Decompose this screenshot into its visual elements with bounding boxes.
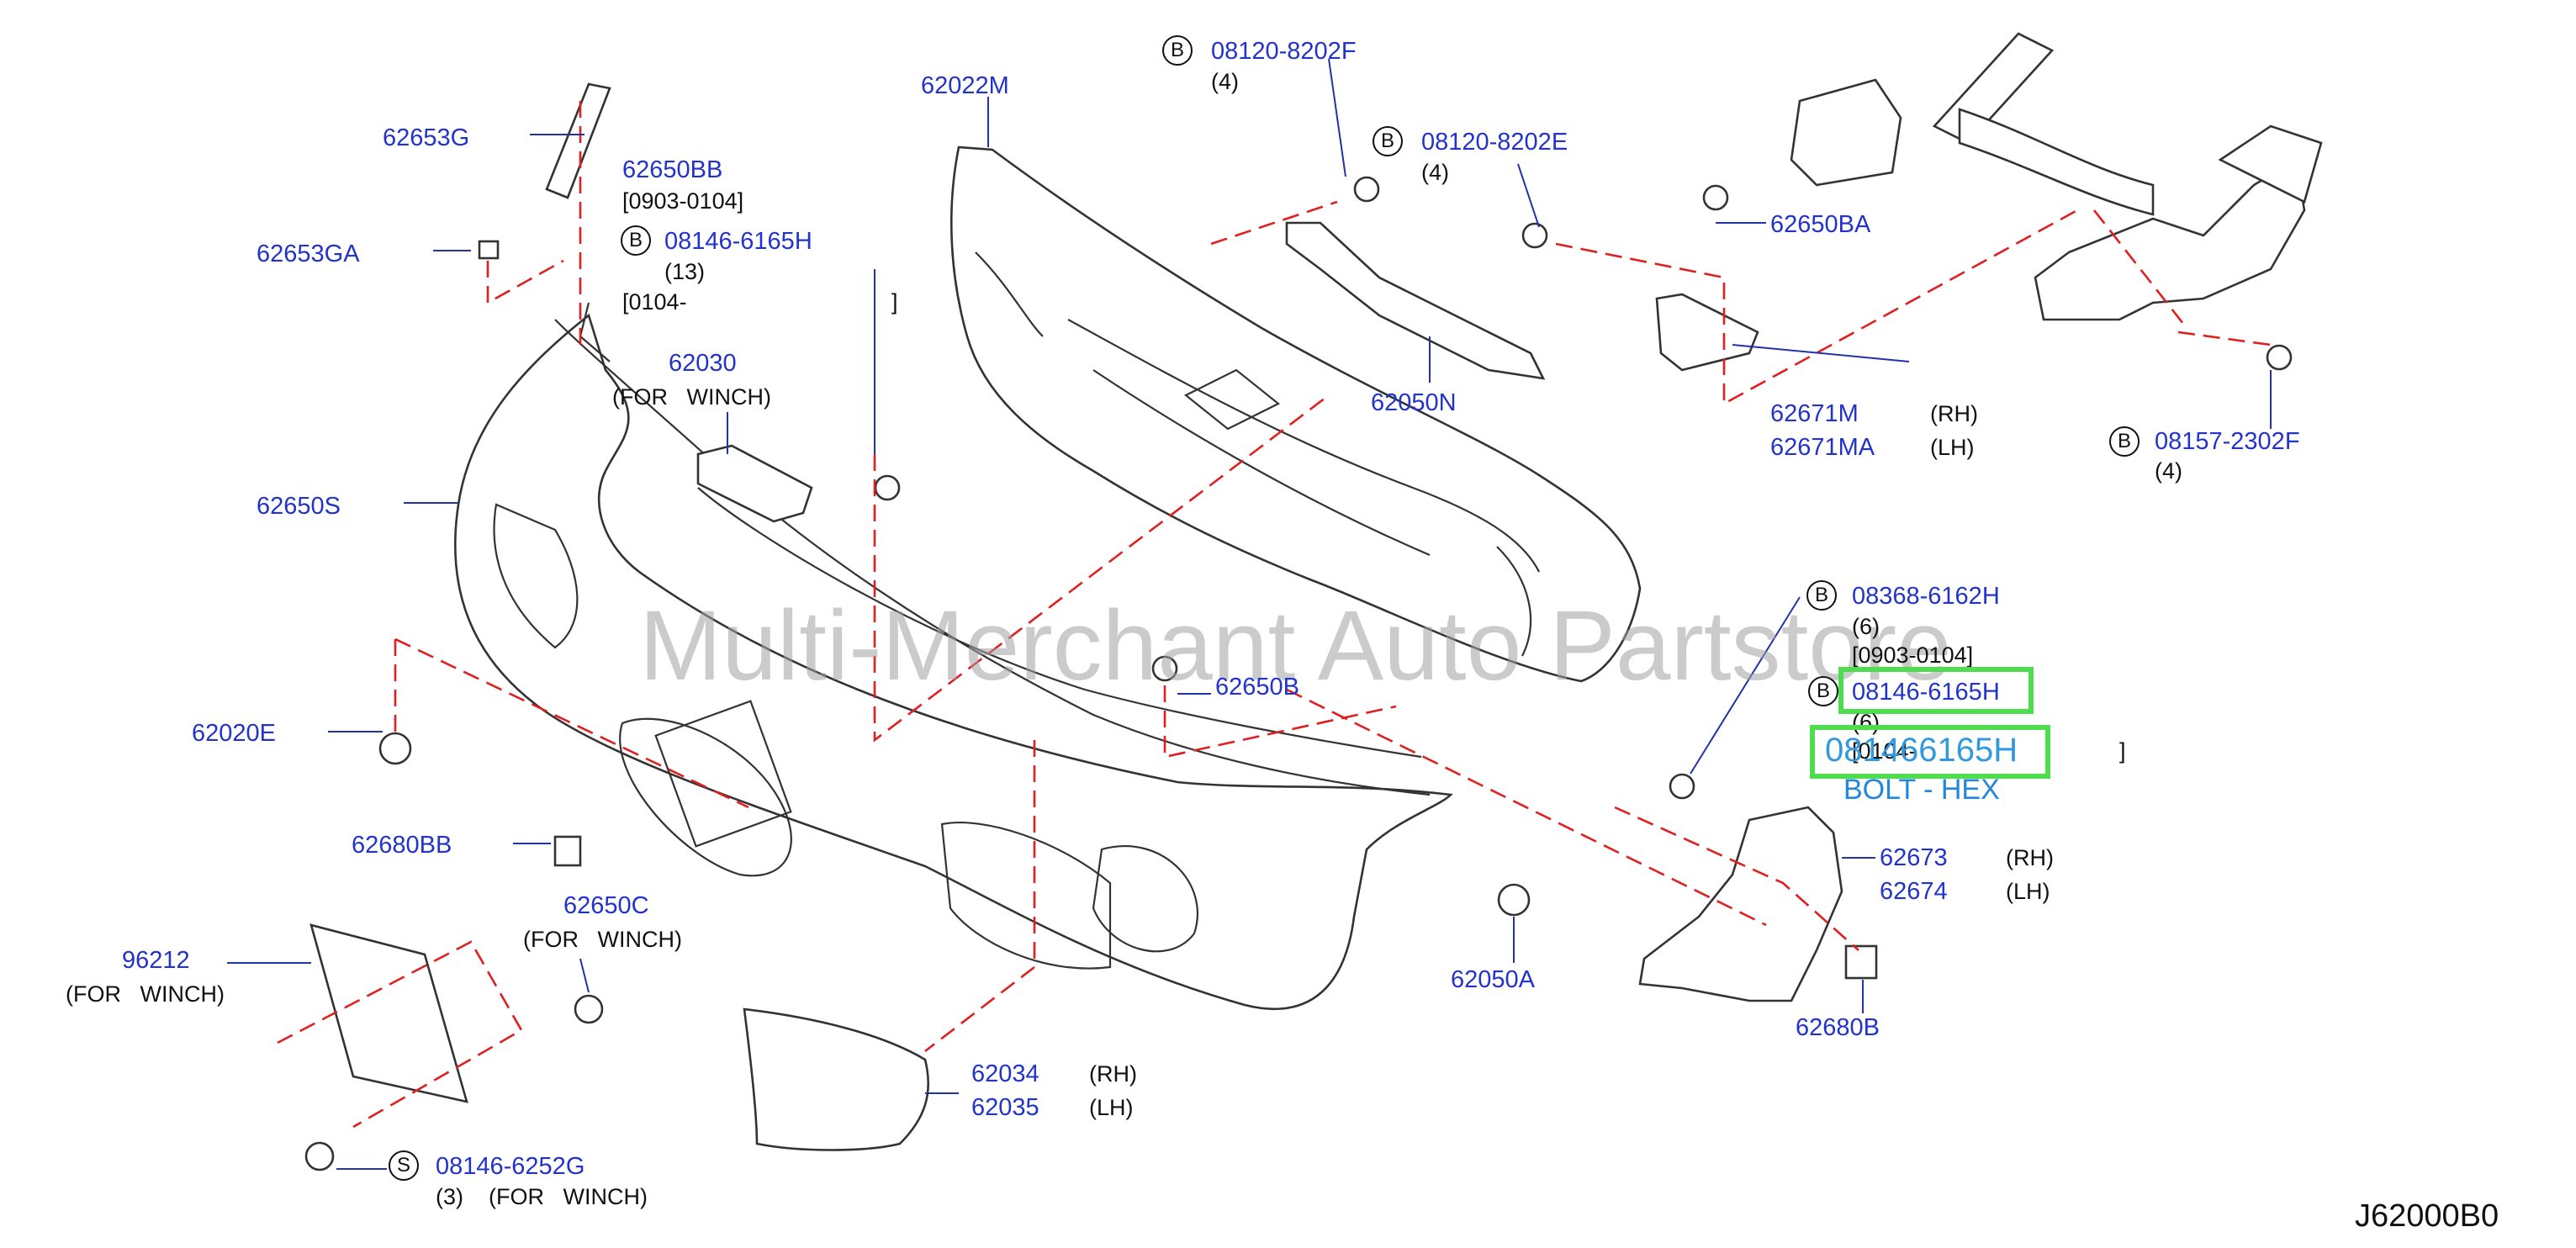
label-08120-8202E[interactable]: 08120-8202E — [1421, 129, 1568, 156]
note-lh-a: (LH) — [1930, 435, 1975, 460]
highlight-box-hover-part — [1810, 725, 2050, 779]
note-lh-c: (LH) — [2006, 879, 2050, 904]
hover-part-description: BOLT - HEX — [1843, 774, 2000, 806]
qty-4-a: (4) — [1211, 69, 1239, 94]
label-62050N[interactable]: 62050N — [1371, 389, 1457, 416]
leader-lines — [227, 58, 2272, 1170]
badge-b-08368-6162H: B — [1806, 580, 1837, 611]
note-0903-0104-b: [0903-0104] — [1852, 643, 1974, 668]
label-62050A[interactable]: 62050A — [1451, 966, 1535, 993]
label-62650B[interactable]: 62650B — [1215, 674, 1299, 701]
label-62650BB[interactable]: 62650BB — [622, 156, 723, 183]
note-rh-a: (RH) — [1930, 401, 1978, 426]
hover-part-number[interactable]: 081466165H — [1825, 732, 2018, 769]
label-62680BB[interactable]: 62680BB — [352, 832, 452, 859]
badge-b-08120-8202F: B — [1162, 35, 1193, 66]
note-for-winch-62650C: (FOR WINCH) — [523, 927, 682, 952]
label-08368-6162H[interactable]: 08368-6162H — [1852, 583, 2000, 610]
winch-bracket-drawing — [696, 444, 813, 523]
qty-3-for-winch: (3) (FOR WINCH) — [436, 1184, 648, 1209]
note-0104-a: [0104- — [622, 289, 687, 315]
bracket-62050n-drawing — [1285, 221, 1546, 380]
qty-4-c: (4) — [2155, 458, 2182, 484]
label-62020E[interactable]: 62020E — [192, 720, 276, 747]
diagram-code: J62000B0 — [2355, 1198, 2499, 1234]
note-rh-c: (RH) — [2006, 845, 2054, 870]
label-62680B[interactable]: 62680B — [1796, 1014, 1880, 1041]
note-bracket-b: ] — [2119, 738, 2126, 764]
note-for-winch-96212: (FOR WINCH) — [66, 981, 225, 1007]
label-62650S[interactable]: 62650S — [257, 493, 341, 520]
strip-62653g-drawing — [545, 82, 611, 199]
dashed-guides — [277, 101, 2272, 1129]
highlight-box-08146-6165H — [1838, 667, 2034, 714]
badge-s-08146-6252G: S — [389, 1150, 419, 1181]
qty-6-b: (6) — [1852, 710, 1880, 735]
label-08146-6252G[interactable]: 08146-6252G — [436, 1153, 585, 1180]
note-0903-0104-a: [0903-0104] — [622, 188, 744, 214]
label-62035[interactable]: 62035 — [971, 1094, 1039, 1121]
qty-6-a: (6) — [1852, 614, 1880, 639]
fasteners-drawing — [304, 176, 2293, 1171]
badge-b-08146-6165H-b: B — [1808, 676, 1838, 706]
label-62673[interactable]: 62673 — [1880, 844, 1948, 871]
label-62653G[interactable]: 62653G — [383, 124, 470, 151]
label-62653GA[interactable]: 62653GA — [257, 241, 360, 267]
bumper-reinforcement-drawing — [949, 145, 1642, 683]
label-62674[interactable]: 62674 — [1880, 878, 1948, 905]
note-0104-b: [0104- — [1852, 738, 1917, 764]
frame-rails-drawing — [1790, 32, 2323, 321]
label-62034[interactable]: 62034 — [971, 1060, 1039, 1087]
badge-b-08120-8202E: B — [1373, 126, 1403, 156]
note-rh-b: (RH) — [1089, 1061, 1137, 1087]
label-08146-6165H-b[interactable]: 08146-6165H — [1852, 679, 2000, 706]
label-62671M[interactable]: 62671M — [1770, 400, 1859, 427]
label-62030[interactable]: 62030 — [669, 350, 737, 377]
note-for-winch-62030: (FOR WINCH) — [612, 384, 771, 410]
splash-cover-drawing — [1638, 806, 1843, 1002]
license-bracket-drawing — [309, 923, 468, 1103]
note-bracket-a: ] — [891, 289, 898, 315]
bumper-fascia-drawing — [453, 302, 1453, 1010]
badge-b-08146-6165H-a: B — [621, 225, 651, 256]
label-96212[interactable]: 96212 — [122, 947, 190, 974]
label-08146-6165H-a[interactable]: 08146-6165H — [664, 228, 812, 255]
qty-4-b: (4) — [1421, 160, 1449, 185]
fog-bezel-drawing — [743, 1007, 930, 1151]
bracket-62671m-drawing — [1655, 293, 1759, 372]
label-62022M[interactable]: 62022M — [921, 72, 1009, 99]
label-62671MA[interactable]: 62671MA — [1770, 434, 1875, 461]
label-08157-2302F[interactable]: 08157-2302F — [2155, 428, 2300, 455]
badge-b-08157-2302F: B — [2109, 426, 2140, 457]
label-08120-8202F[interactable]: 08120-8202F — [1211, 38, 1357, 65]
label-62650BA[interactable]: 62650BA — [1770, 211, 1871, 238]
note-lh-b: (LH) — [1089, 1095, 1134, 1120]
label-62650C[interactable]: 62650C — [563, 892, 649, 919]
qty-13: (13) — [664, 259, 706, 284]
